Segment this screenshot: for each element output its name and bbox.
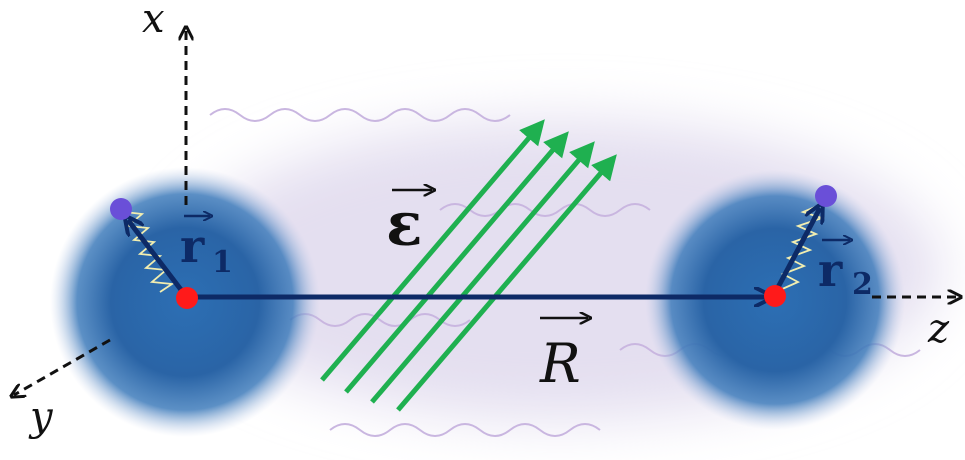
r1-subscript: 1	[212, 245, 233, 280]
z-axis-label: z	[927, 306, 950, 352]
field-lines	[320, 119, 617, 412]
field-label: ε	[386, 190, 432, 260]
electron-left	[110, 198, 132, 220]
y-axis-label: y	[28, 394, 54, 440]
r1-symbol: r	[180, 219, 205, 273]
r2-vector	[772, 208, 820, 295]
y-axis-line	[14, 338, 111, 395]
r2-symbol: r	[818, 243, 843, 297]
nucleus-left	[176, 287, 198, 309]
r2-subscript: 2	[852, 267, 873, 302]
axis-lines	[14, 30, 958, 395]
r1-vector	[128, 220, 187, 297]
nucleus-right	[764, 285, 786, 307]
electron-right	[815, 185, 837, 207]
R-label: R	[539, 318, 588, 395]
r1-label: r 1	[180, 216, 233, 280]
R-symbol: R	[539, 332, 581, 395]
field-symbol: ε	[386, 190, 422, 260]
r2-label: r 2	[818, 240, 873, 302]
x-axis-label: x	[142, 0, 165, 42]
